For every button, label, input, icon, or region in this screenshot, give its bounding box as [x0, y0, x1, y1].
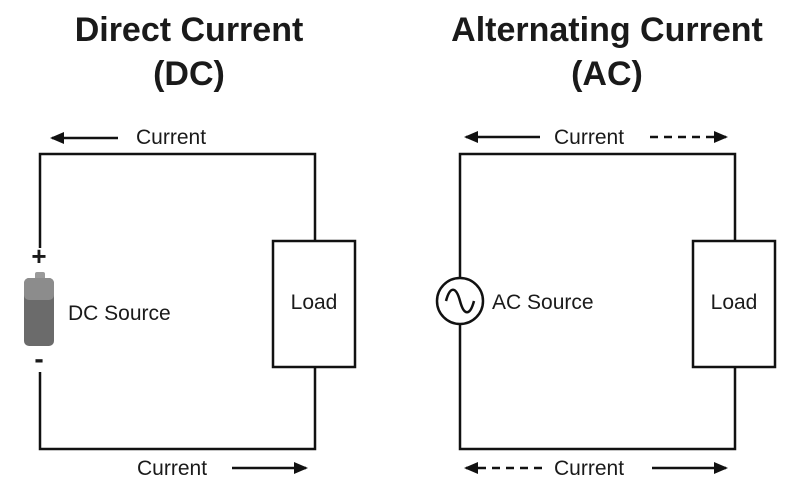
sine-wave-icon: [435, 276, 485, 326]
ac-load-label: Load: [711, 291, 758, 314]
dc-title-line1: Direct Current: [74, 11, 304, 49]
dc-source-label: DC Source: [68, 302, 171, 325]
ac-load-box: [691, 239, 777, 369]
battery-icon: [24, 272, 54, 346]
dc-load-box: [271, 239, 357, 369]
dc-load-label: Load: [291, 291, 338, 314]
dc-wire-bottom: [38, 367, 317, 451]
ac-current-top-label: Current: [554, 126, 624, 149]
ac-source-label: AC Source: [492, 291, 594, 314]
dc-plus-sign: +: [31, 241, 46, 271]
ac-title-line2: (AC): [571, 55, 643, 93]
dc-title-line2: (DC): [153, 55, 225, 93]
dc-wire-top: [38, 152, 317, 248]
ac-title: Alternating Current (AC): [437, 8, 777, 96]
ac-circuit: AC Source Load Current Current: [435, 126, 777, 480]
ac-wire-top: [458, 152, 737, 278]
dc-minus-sign: -: [34, 343, 43, 374]
dc-circuit: + - DC Source Load Current Current: [24, 126, 357, 480]
dc-current-bottom-label: Current: [137, 457, 207, 480]
ac-title-line1: Alternating Current: [451, 11, 763, 49]
dc-current-top-label: Current: [136, 126, 206, 149]
dc-title: Direct Current (DC): [19, 8, 359, 96]
ac-wire-bottom: [458, 324, 737, 451]
ac-current-bottom-label: Current: [554, 457, 624, 480]
